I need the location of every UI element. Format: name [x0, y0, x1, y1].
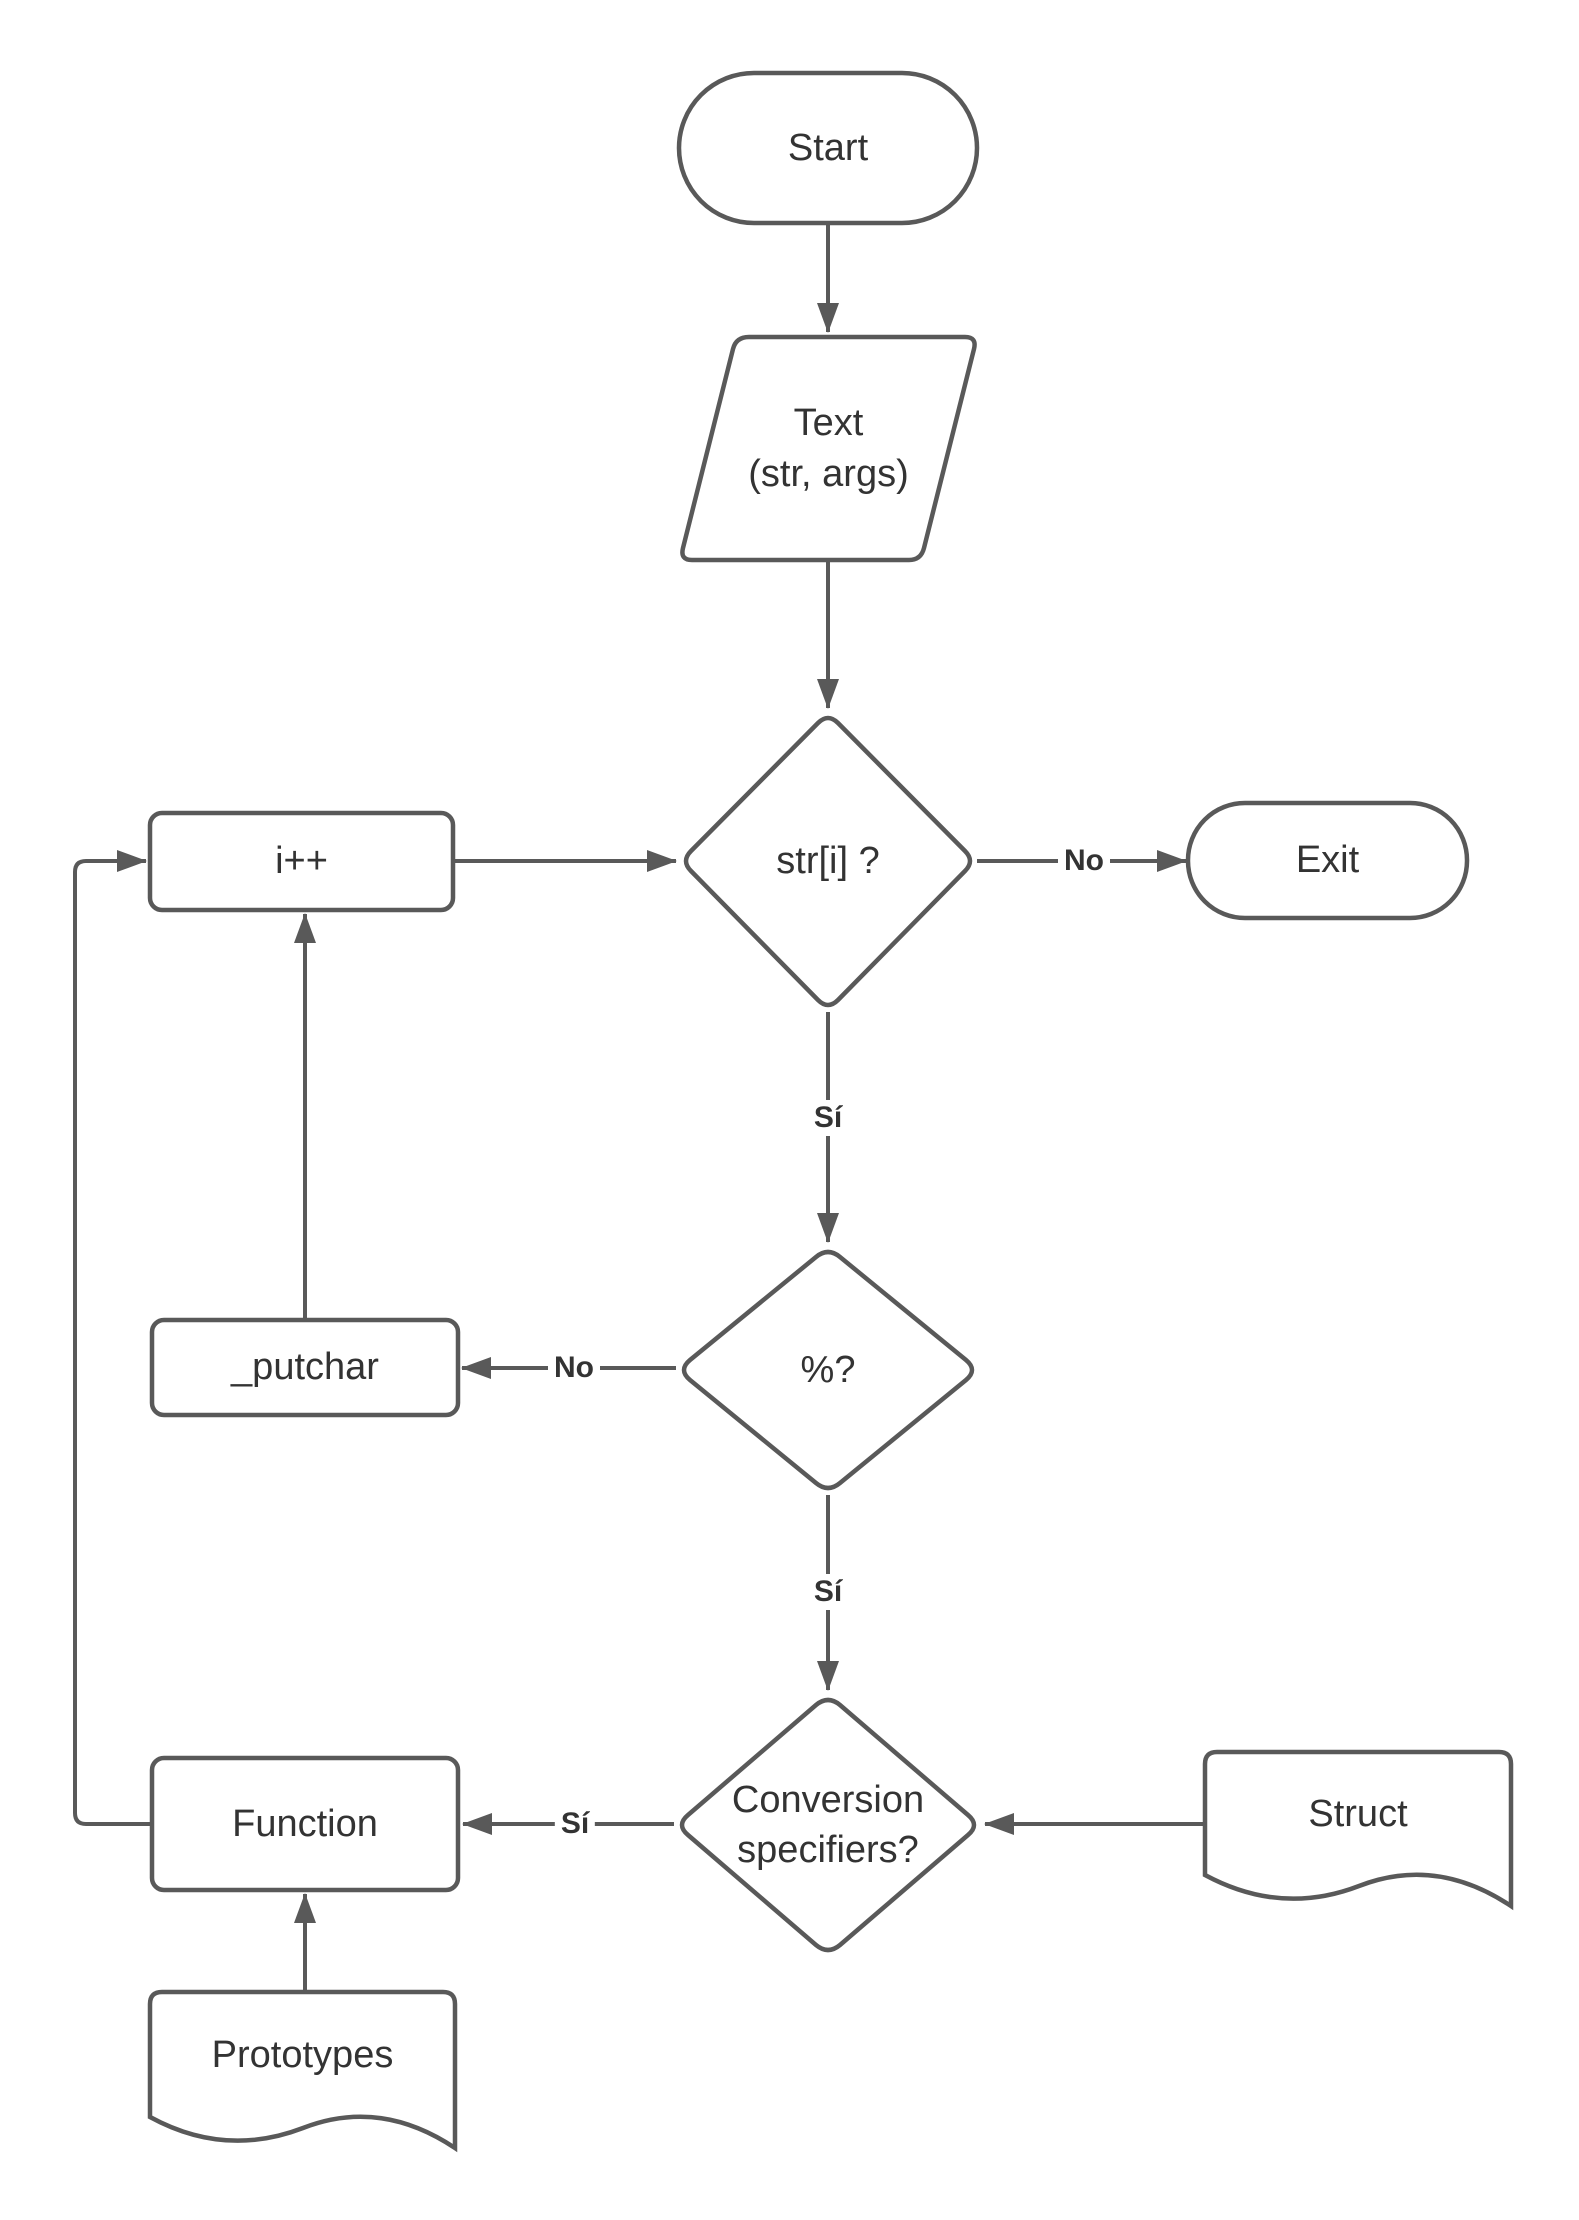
- str-check-decision-shape: [683, 715, 973, 1008]
- edge-label-conversion-check-yes: Sí: [554, 1806, 596, 1842]
- edge-label-str-check-yes: Sí: [807, 1100, 849, 1136]
- edge-label-str-check-no: No: [1058, 843, 1110, 879]
- edge-function-to-i-increment: [73, 850, 152, 1826]
- start-node-shape: [676, 70, 980, 226]
- function-node-shape: [149, 1755, 461, 1893]
- edge-label-percent-check-yes: Sí: [807, 1574, 849, 1610]
- edge-label-percent-check-no: No: [548, 1350, 600, 1386]
- i-increment-node-shape: [147, 810, 456, 913]
- struct-document-shape: [1202, 1749, 1514, 1911]
- prototypes-document-shape: [147, 1989, 458, 2153]
- putchar-node-shape: [149, 1317, 461, 1418]
- conversion-check-decision-shape: [679, 1697, 977, 1953]
- percent-check-decision-shape: [681, 1249, 975, 1491]
- text-input-node-shape: [680, 334, 977, 563]
- exit-node-shape: [1185, 800, 1470, 921]
